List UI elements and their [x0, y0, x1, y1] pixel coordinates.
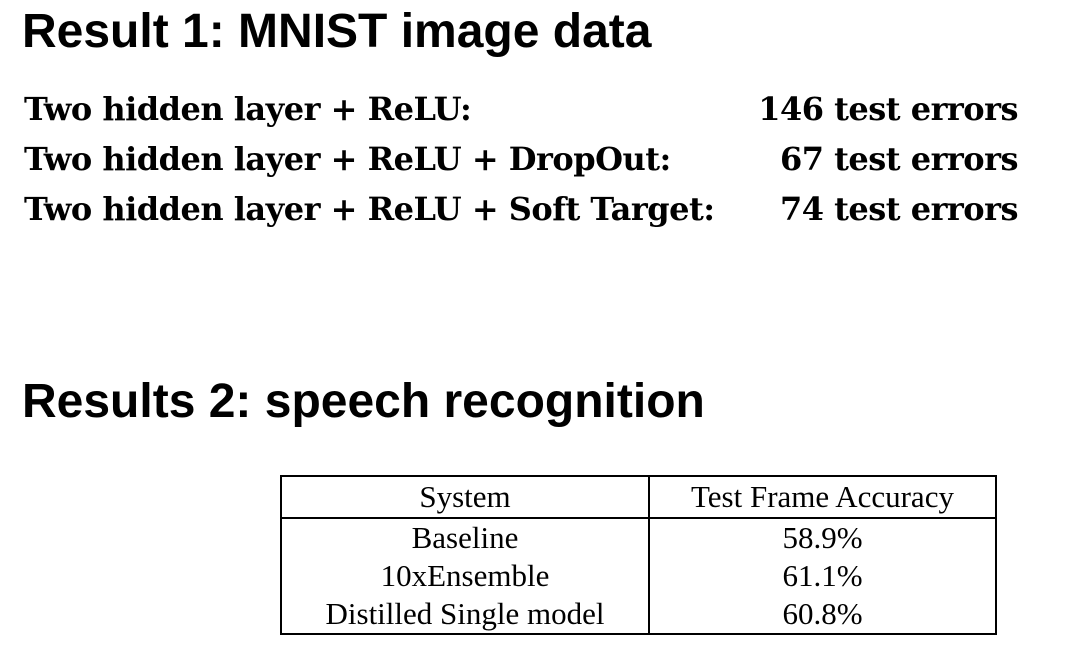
- accuracy-cell: 58.9%: [782, 520, 863, 555]
- mnist-result-row: Two hidden layer + ReLU + Soft Target: 7…: [24, 184, 1024, 234]
- accuracy-cell: 60.8%: [782, 596, 863, 631]
- result1-heading: Result 1: MNIST image data: [22, 5, 652, 58]
- system-cell: 10xEnsemble: [281, 557, 650, 595]
- system-cell: Distilled Single model: [281, 595, 650, 634]
- column-header-system: System: [281, 476, 650, 519]
- mnist-results-list: Two hidden layer + ReLU: 146 test errors…: [24, 84, 1024, 234]
- mnist-config-label: Two hidden layer + ReLU + Soft Target:: [24, 190, 715, 228]
- result2-heading: Results 2: speech recognition: [22, 375, 705, 428]
- mnist-result-row: Two hidden layer + ReLU: 146 test errors: [24, 84, 1024, 134]
- mnist-config-label: Two hidden layer + ReLU:: [24, 90, 472, 128]
- mnist-test-errors: 67 test errors: [779, 140, 1019, 178]
- column-header-accuracy: Test Frame Accuracy: [649, 476, 996, 519]
- table-header-row: System Test Frame Accuracy: [281, 476, 996, 519]
- mnist-test-errors: 74 test errors: [779, 190, 1019, 228]
- mnist-result-row: Two hidden layer + ReLU + DropOut: 67 te…: [24, 134, 1024, 184]
- table-row: Baseline 58.9%: [281, 518, 996, 557]
- speech-results-table: System Test Frame Accuracy Baseline 58.9…: [280, 475, 997, 635]
- table-row: 10xEnsemble 61.1%: [281, 557, 996, 595]
- mnist-test-errors: 146 test errors: [758, 90, 1018, 128]
- mnist-config-label: Two hidden layer + ReLU + DropOut:: [24, 140, 671, 178]
- system-cell: Baseline: [281, 518, 650, 557]
- table-row: Distilled Single model 60.8%: [281, 595, 996, 634]
- accuracy-cell: 61.1%: [782, 558, 863, 593]
